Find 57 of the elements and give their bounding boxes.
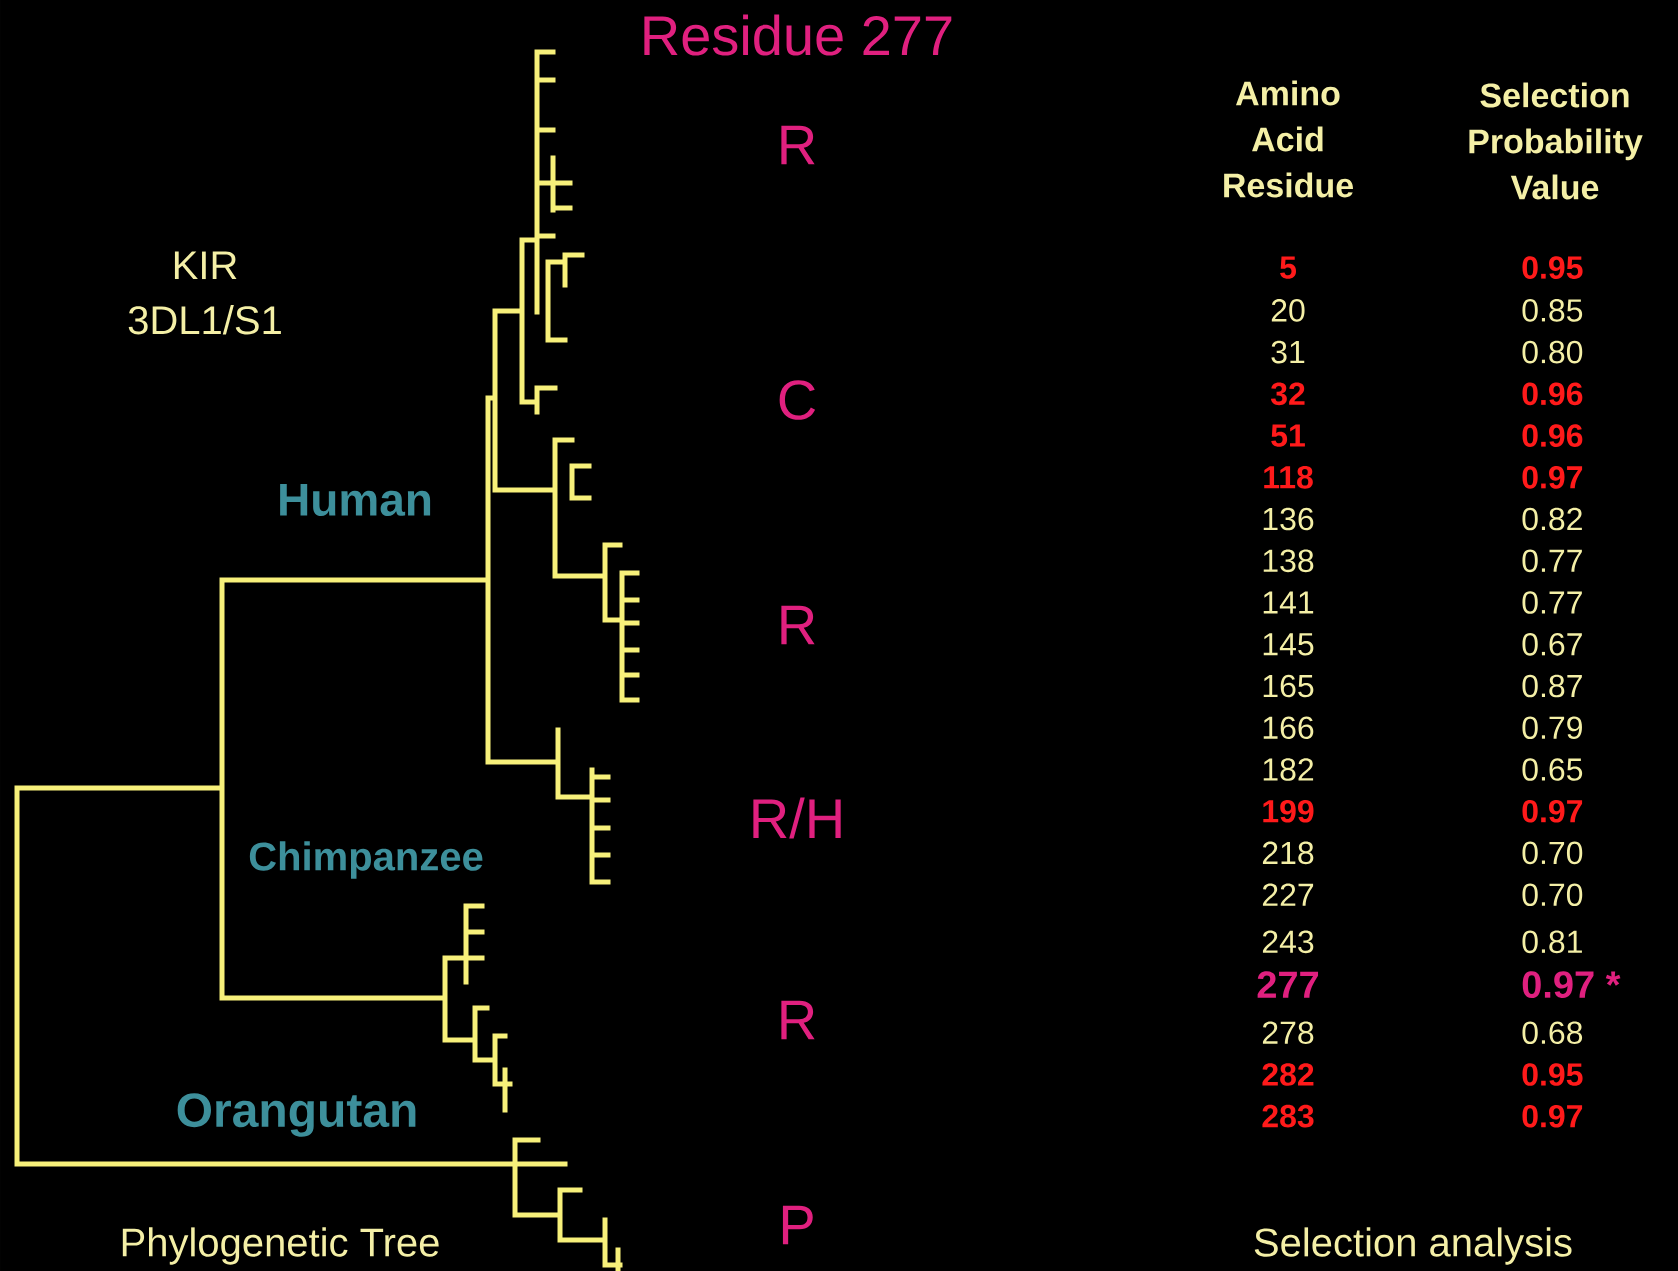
table-cell: 199	[1263, 799, 1314, 823]
residue-letter: C	[779, 380, 816, 420]
table-cell: 0.70	[1522, 841, 1583, 865]
column-header: Selection Probability Value	[1469, 82, 1643, 200]
table-cell: 32	[1270, 382, 1305, 406]
residue-letter: P	[782, 1205, 813, 1245]
caption: Phylogenetic Tree	[122, 1227, 439, 1265]
table-cell: 278	[1262, 1021, 1314, 1045]
table-cell: 141	[1263, 591, 1314, 614]
table-cell: 243	[1262, 930, 1314, 954]
table-cell: 0.68	[1522, 1021, 1583, 1045]
table-cell: 182	[1263, 758, 1314, 781]
table-cell: 283	[1262, 1104, 1314, 1128]
table-cell: 0.97	[1522, 799, 1583, 823]
table-cell: 0.81	[1522, 930, 1582, 954]
table-cell: 282	[1262, 1063, 1314, 1086]
table-cell: 5	[1280, 256, 1296, 279]
table-cell: 165	[1263, 674, 1314, 698]
table-cell: 0.80	[1522, 340, 1583, 364]
table-cell: 0.70	[1522, 883, 1583, 907]
table-cell: 31	[1271, 340, 1305, 364]
table-cell: 138	[1263, 549, 1314, 573]
residue-letter: R/H	[753, 797, 841, 839]
table-cell: 0.95	[1522, 256, 1583, 279]
table-cell: 166	[1263, 716, 1314, 740]
table-cell: 0.87	[1522, 674, 1582, 698]
table-cell: 0.65	[1522, 758, 1583, 781]
residue-letter: R	[781, 125, 815, 165]
table-cell: 218	[1262, 841, 1314, 865]
table-cell: 227	[1262, 883, 1314, 906]
species-label: Chimpanzee	[249, 841, 483, 879]
residue-letter: R	[781, 1000, 815, 1040]
table-cell: 145	[1263, 633, 1314, 656]
caption: Selection analysis	[1254, 1227, 1572, 1265]
table-cell: 51	[1271, 424, 1305, 447]
table-cell: 0.77	[1522, 591, 1582, 614]
table-cell: 0.97	[1522, 1104, 1583, 1128]
table-cell: 0.67	[1522, 633, 1582, 656]
gene-label: KIR 3DL1/S1	[128, 251, 281, 335]
title: Residue 277	[644, 14, 952, 56]
table-cell: 0.77	[1522, 549, 1582, 573]
table-cell: 0.96	[1522, 382, 1583, 406]
table-cell: 0.95	[1522, 1063, 1583, 1086]
column-header: Amino Acid Residue	[1224, 80, 1353, 198]
species-label: Human	[280, 483, 431, 517]
table-cell: 0.85	[1522, 299, 1583, 322]
residue-letter: R	[781, 605, 815, 645]
table-cell: 0.96	[1522, 424, 1583, 447]
table-cell: 136	[1263, 507, 1314, 531]
table-cell: 0.79	[1522, 716, 1582, 740]
species-label: Orangutan	[177, 1093, 416, 1137]
table-cell: 0.82	[1522, 507, 1582, 531]
table-cell: 118	[1264, 466, 1313, 489]
table-cell: 0.97	[1522, 466, 1583, 489]
table-cell: 20	[1271, 299, 1305, 322]
table-cell: 277	[1257, 971, 1319, 998]
table-cell: 0.97 *	[1522, 971, 1621, 999]
